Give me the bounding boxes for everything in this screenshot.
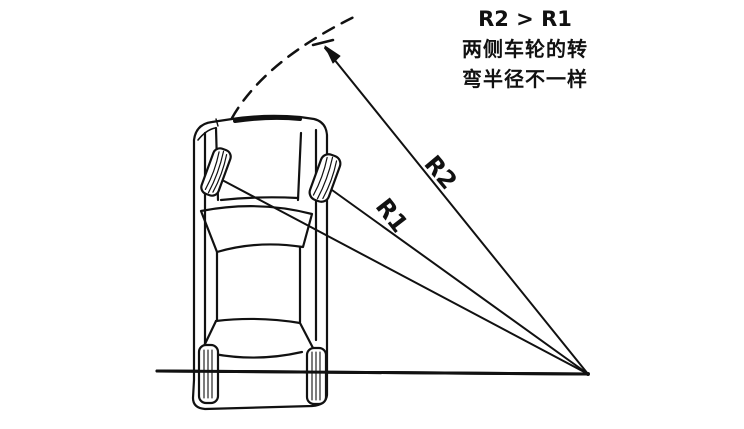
note-line-3: 弯半径不一样 [462, 67, 588, 91]
note-line-2: 两侧车轮的转 [462, 37, 588, 61]
note-line-1: R2 > R1 [478, 7, 572, 31]
front-left-wheel [200, 147, 232, 197]
radius-r1-line [223, 180, 589, 375]
rear-left-wheel [197, 343, 220, 405]
explanation-note: R2 > R1 两侧车轮的转 弯半径不一样 [440, 4, 610, 94]
arrow-head-icon [324, 45, 341, 64]
radius-r2-line [324, 47, 589, 375]
rear-right-wheel [305, 346, 328, 406]
turning-arc-dashed [230, 13, 360, 120]
radius-front-right-line [331, 189, 589, 375]
front-right-wheel [308, 153, 342, 203]
turn-center [586, 372, 590, 376]
